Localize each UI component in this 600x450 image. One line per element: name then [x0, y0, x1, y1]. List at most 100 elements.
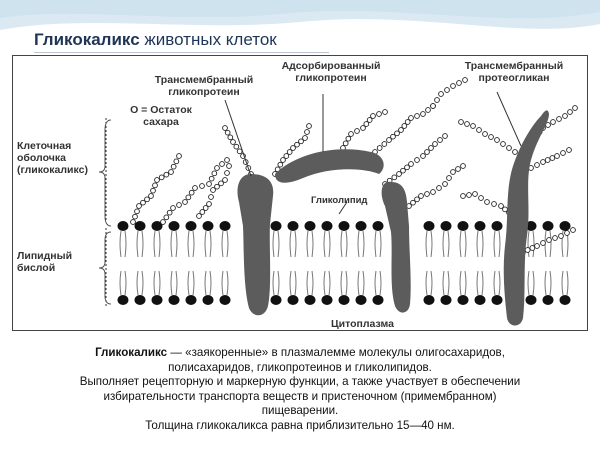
sugar-residue-icon: [570, 227, 576, 233]
sugar-residue-icon: [398, 127, 404, 133]
lipid-head: [219, 221, 231, 231]
lipid-head: [559, 221, 571, 231]
sugar-residue-icon: [458, 119, 464, 125]
sugar-residue-icon: [470, 123, 476, 129]
lipid-tail: [187, 230, 195, 258]
sugar-residue-icon: [136, 203, 142, 209]
sugar-residue-icon: [560, 150, 566, 156]
sugar-residue-icon: [280, 157, 286, 163]
transmembrane-protein-right-shape: [381, 181, 411, 313]
sugar-residue-icon: [294, 141, 300, 148]
sugar-residue-icon: [464, 121, 470, 127]
sugar-residue-icon: [460, 163, 466, 169]
sugar-residue-icon: [476, 127, 482, 133]
label-transmembrane-glycoprotein: Трансмембранный гликопротеин: [154, 74, 254, 98]
lipid-tail: [153, 270, 161, 296]
sugar-residue-icon: [450, 83, 456, 89]
sugar-residue-icon: [160, 219, 166, 225]
sugar-residue-icon: [168, 169, 174, 175]
sugar-residue-icon: [391, 174, 398, 181]
lipid-head: [321, 295, 333, 305]
sugar-residue-icon: [386, 137, 392, 143]
sugar-residue-icon: [182, 199, 188, 205]
sugar-residue-icon: [534, 162, 540, 168]
caption-line-5: пищеварении.: [261, 404, 339, 417]
sugar-residue-icon: [425, 107, 431, 113]
lipid-head: [321, 221, 333, 231]
sugar-residue-icon: [524, 247, 531, 253]
lipid-bilayer-layer: [117, 221, 571, 305]
sugar-residue-icon: [529, 245, 536, 251]
lipid-tail: [544, 270, 552, 296]
lipid-tail: [289, 230, 297, 258]
sugar-residue-icon: [185, 194, 192, 201]
sugar-residue-icon: [211, 170, 218, 177]
lipid-head: [185, 221, 197, 231]
caption-term: Гликокаликс: [95, 346, 168, 359]
sugar-residue-icon: [345, 135, 352, 142]
sugar-residue-icon: [534, 243, 540, 249]
sugar-residue-icon: [173, 158, 180, 165]
lipid-bilayer-brace: [98, 231, 112, 305]
transmembrane-proteoglycan-shape: [503, 110, 549, 326]
lipid-tail: [170, 230, 178, 258]
label-adsorbed-glycoprotein: Адсорбированный гликопротеин: [281, 60, 381, 84]
sugar-residue-icon: [148, 193, 154, 199]
sugar-residue-icon: [446, 175, 452, 181]
sugar-residue-icon: [202, 205, 209, 211]
sugar-residue-icon: [414, 196, 420, 203]
lipid-tail: [221, 270, 229, 296]
sugar-residue-icon: [484, 199, 490, 205]
sugar-residue-icon: [304, 129, 310, 135]
sugar-residue-icon: [226, 163, 232, 169]
sugar-residue-icon: [152, 182, 158, 189]
slide-title-rest: животных клеток: [139, 30, 277, 49]
sugar-residue-icon: [290, 145, 296, 151]
slide-title: Гликокаликс животных клеток: [34, 30, 277, 50]
sugar-residue-icon: [414, 113, 420, 119]
sugar-residue-icon: [218, 180, 224, 187]
lipid-head: [491, 221, 503, 231]
lipid-tail: [340, 230, 348, 258]
sugar-residue-icon: [494, 137, 500, 143]
sugar-residue-icon: [132, 213, 138, 220]
lipid-tail: [136, 270, 144, 296]
sugar-residue-icon: [144, 196, 150, 203]
glycocalyx-diagram: Трансмембранный гликопротеин Адсорбирова…: [12, 55, 588, 331]
sugar-residue-icon: [376, 145, 383, 151]
sugar-residue-icon: [363, 121, 370, 127]
cell-coat-brace: [98, 119, 112, 227]
sugar-residue-icon: [306, 123, 312, 129]
lipid-head: [355, 295, 367, 305]
lipid-head: [117, 221, 129, 231]
lipid-head: [355, 221, 367, 231]
lipid-head: [185, 295, 197, 305]
sugar-residue-icon: [564, 230, 570, 236]
lipid-head: [440, 221, 452, 231]
sugar-residue-icon: [498, 203, 504, 209]
lipid-head: [304, 221, 316, 231]
caption-text: Гликокаликс — «заякоренные» в плазмалемм…: [20, 346, 580, 433]
sugar-residue-icon: [572, 105, 578, 111]
lipid-head: [287, 221, 299, 231]
sugar-residue-icon: [491, 201, 497, 207]
sugar-residue-icon: [550, 119, 556, 125]
lipid-tail: [136, 230, 144, 258]
lipid-tail: [357, 230, 365, 258]
sugar-residue-icon: [206, 181, 212, 187]
lipid-head: [338, 221, 350, 231]
lipid-tail: [544, 230, 552, 258]
sugar-residue-icon: [394, 130, 400, 137]
lipid-tail: [527, 270, 535, 296]
sugar-residue-icon: [214, 165, 220, 171]
sugar-residue-icon: [166, 209, 173, 216]
sugar-residue-icon: [556, 116, 562, 122]
sugar-residue-icon: [342, 140, 349, 147]
sugar-residue-icon: [506, 145, 512, 151]
sugar-residue-icon: [208, 194, 214, 200]
sugar-residue-icon: [540, 240, 546, 246]
sugar-residue-icon: [404, 164, 410, 171]
lipid-head: [440, 295, 452, 305]
sugar-residue-icon: [298, 138, 304, 145]
lipid-tail: [425, 230, 433, 258]
